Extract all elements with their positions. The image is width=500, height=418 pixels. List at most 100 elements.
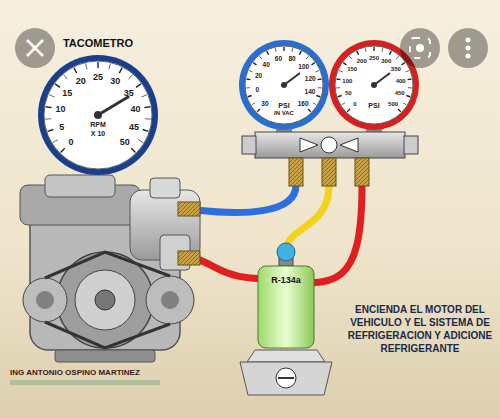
- dial-number: 200: [357, 58, 367, 64]
- tachometer-dial: [38, 55, 158, 175]
- dial-number: 10: [55, 105, 65, 114]
- tick: [119, 68, 122, 73]
- engine: [20, 175, 200, 362]
- dial-number: 15: [62, 88, 72, 97]
- high-pressure-gauge: PSI: [329, 40, 419, 130]
- tick: [365, 48, 367, 52]
- tick: [343, 63, 346, 65]
- tick: [403, 103, 406, 105]
- tick: [246, 87, 250, 88]
- dial-number: 20: [255, 73, 262, 80]
- tick: [86, 63, 87, 69]
- tick: [248, 96, 252, 97]
- dial-number: 30: [261, 101, 268, 108]
- dial-number: 45: [129, 122, 139, 131]
- tick: [313, 103, 316, 105]
- instruction-note: ENCIENDA EL MOTOR DEL VEHICULO Y EL SIST…: [344, 303, 496, 355]
- node-text: PSI: [368, 102, 379, 110]
- tick: [259, 56, 262, 59]
- node-text: TACOMETRO: [63, 37, 133, 49]
- tick: [275, 48, 277, 52]
- tick: [253, 63, 256, 65]
- tick: [405, 70, 409, 72]
- tick: [283, 47, 284, 51]
- dial-number: 0: [69, 137, 74, 146]
- overlay-buttons: [15, 28, 488, 68]
- tick: [342, 103, 345, 105]
- tick: [318, 78, 322, 80]
- tick: [64, 75, 68, 80]
- dial-number: 100: [298, 63, 309, 70]
- tick: [318, 87, 322, 88]
- dial-number: 150: [347, 66, 357, 72]
- tick: [143, 130, 149, 132]
- dial-number: 35: [124, 88, 134, 97]
- tick: [145, 118, 151, 119]
- dial-number: 140: [305, 89, 316, 96]
- dial-number: 0: [256, 86, 260, 93]
- dial-number: 400: [396, 78, 406, 84]
- tick: [299, 51, 301, 55]
- dial-number: 50: [345, 90, 352, 96]
- tick: [339, 70, 343, 72]
- dial-number: 450: [395, 90, 405, 96]
- dial-number: 100: [342, 78, 352, 84]
- dial-number: 80: [288, 56, 295, 63]
- tick: [55, 84, 60, 88]
- tick: [315, 70, 319, 72]
- tick: [396, 56, 399, 59]
- tick: [129, 75, 133, 80]
- node-text: RPM: [90, 121, 106, 129]
- tick: [336, 87, 340, 88]
- tick: [408, 87, 412, 88]
- node-text: IN VAC: [274, 110, 294, 117]
- tick: [316, 96, 320, 97]
- tick: [49, 95, 55, 97]
- tick: [402, 63, 405, 65]
- tick: [136, 84, 141, 88]
- tick: [257, 109, 260, 112]
- tick: [46, 106, 52, 108]
- tick: [252, 103, 255, 105]
- tick: [141, 95, 147, 97]
- manifold: [242, 124, 418, 186]
- dial-number: 5: [59, 122, 64, 131]
- tick: [312, 63, 315, 65]
- tick: [267, 51, 269, 55]
- node-text: X 10: [91, 130, 105, 138]
- tick: [74, 68, 77, 73]
- tick: [389, 51, 391, 55]
- dial-number: 160: [298, 101, 309, 108]
- low-pressure-gauge: PSIIN VAC: [239, 40, 329, 130]
- dial-number: 250: [369, 55, 379, 61]
- dial-number: 350: [391, 66, 401, 72]
- tick: [97, 62, 98, 68]
- coupling: [178, 202, 200, 216]
- tick: [109, 63, 110, 69]
- low-pressure-gauge: [239, 40, 329, 130]
- tick: [144, 106, 150, 108]
- service-hose: [286, 185, 329, 252]
- dial-number: 60: [275, 55, 282, 62]
- tick: [357, 51, 359, 55]
- tick: [61, 148, 65, 152]
- refrigerant-can: R-134a: [258, 266, 314, 348]
- tick: [381, 48, 383, 52]
- low-hose: [196, 185, 296, 212]
- tick: [249, 70, 253, 72]
- coupling: [178, 251, 200, 265]
- dial-number: 40: [263, 61, 270, 68]
- tick: [131, 148, 135, 152]
- tick: [306, 56, 309, 59]
- refrigerant-can: [240, 243, 332, 395]
- dial-number: 0: [353, 101, 356, 107]
- tick: [336, 78, 340, 80]
- tick: [373, 47, 374, 51]
- tick: [246, 78, 250, 80]
- node-text: PSI: [278, 102, 289, 110]
- dial-number: 500: [388, 101, 398, 107]
- tick: [45, 118, 51, 119]
- dial-number: 25: [93, 73, 103, 82]
- tick: [349, 56, 352, 59]
- tick: [398, 109, 401, 112]
